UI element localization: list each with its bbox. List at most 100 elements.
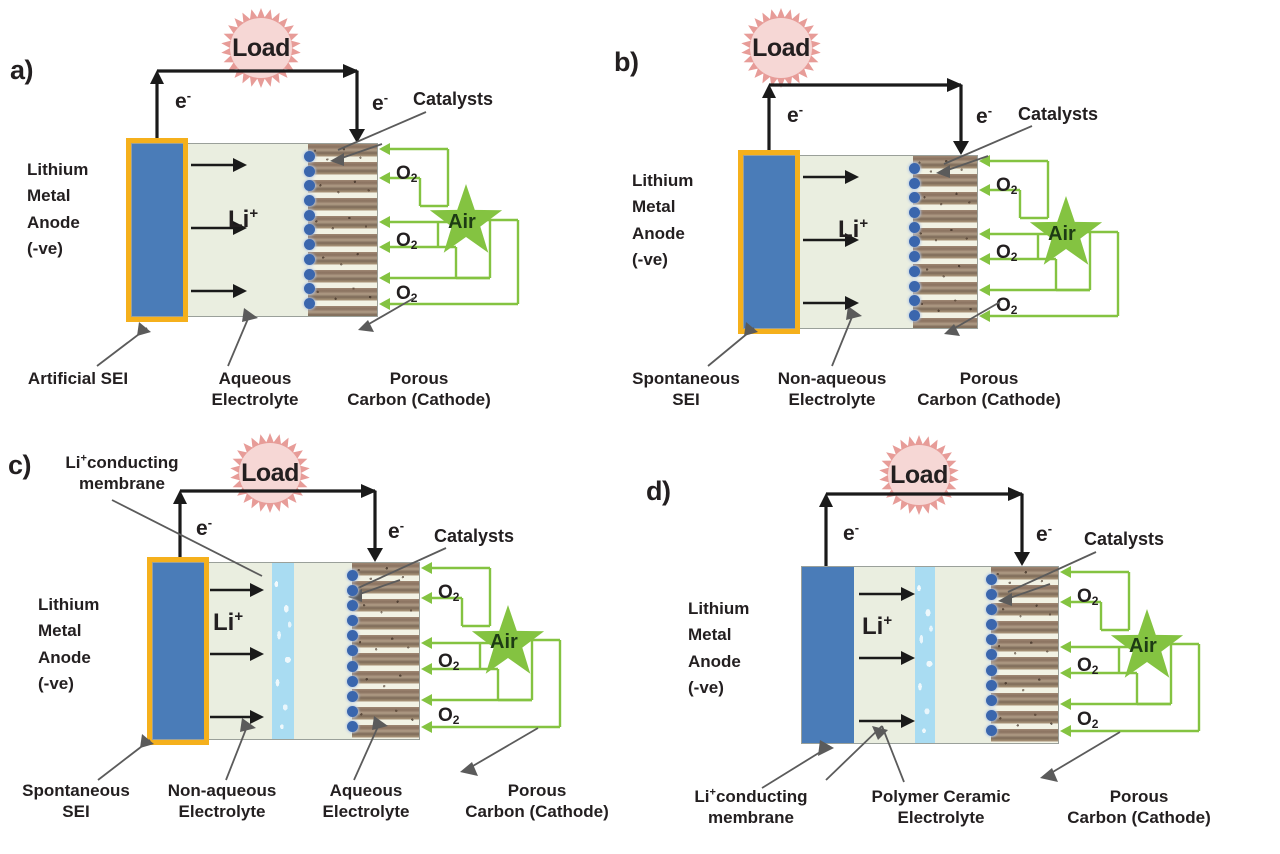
anode-layer [132,144,184,316]
leader-arrow [95,318,155,367]
electron-label-left: e- [175,88,191,114]
catalyst-dot [346,720,358,732]
catalysts-label: Catalysts [413,89,494,109]
catalyst-dot [985,634,997,646]
electron-minus: - [987,103,993,118]
leader-arrow [1030,730,1126,786]
air-label: Air [448,211,476,233]
catalyst-dot [346,585,358,597]
catalyst-dot [985,664,997,676]
battery-cell [743,155,978,329]
leader-arrow [706,318,762,367]
catalyst-dot [346,570,358,581]
electron-minus: - [1047,521,1053,536]
o2-subscript: 2 [1091,594,1099,608]
load-label: Load [241,458,299,487]
leader-line [111,499,264,578]
bottom-label-0: Spontaneous SEI [22,781,130,822]
air-supply-diagram [420,562,580,748]
electron-minus: - [383,90,389,105]
leader-arrow-path [998,583,1051,606]
battery-cell [152,562,420,740]
bottom-label-0: Li+conducting membrane [662,786,840,829]
leader-arrow-path [1040,731,1121,782]
o2-subscript: 2 [452,590,460,604]
catalysts-label: Catalysts [1084,529,1165,549]
anode-label: Lithium Metal Anode (-ve) [632,171,694,270]
li-arrow-svg [191,284,247,298]
air-piping-svg [1060,566,1201,737]
leader-arrow [222,718,274,781]
load-burst-icon [221,8,301,88]
electron-e: e [175,90,187,113]
o2-o: O [396,283,411,304]
electron-label-right: e- [388,518,404,544]
li-migration-arrow [210,581,264,604]
catalyst-dot [303,165,315,177]
catalyst-dot [908,177,920,189]
li-arrow-svg [210,647,264,661]
anode-layer [744,156,796,328]
bottom-label-1: Polymer Ceramic Electrolyte [871,787,1011,828]
o2-subscript: 2 [1010,303,1018,317]
catalyst-dot [346,645,358,657]
panel-letter: b) [614,47,639,77]
catalyst-dot [985,694,997,706]
leader-arrow-path [831,306,862,367]
leader-path [111,499,263,577]
circuit-wire [749,73,1021,197]
li-ion-charge: + [859,215,869,232]
catalyst-dot-column [346,570,358,732]
li-ion-text: Li [228,206,250,233]
load-burst-icon [230,433,310,513]
li-arrow-svg [210,583,264,597]
bottom-label-3: Porous Carbon (Cathode) [465,781,609,822]
catalyst-dot [303,195,315,207]
load-burst-icon [741,8,821,88]
li-ion-charge: + [249,205,259,222]
catalyst-dot [908,221,920,233]
circuit-wire [806,482,1082,608]
li-migration-arrow [859,649,915,672]
li-arrow-svg [859,651,915,665]
air-label: Air [1129,635,1157,657]
o2-o: O [1077,586,1092,607]
leader-arrow-path [353,716,388,781]
catalyst-dot [346,690,358,702]
bottom-label-2: Porous Carbon (Cathode) [347,369,491,410]
leader-arrow-path [225,718,256,781]
o2-subscript: 2 [1091,717,1099,731]
non-aqueous-electrolyte-layer [204,563,273,739]
o2-o: O [396,230,411,251]
o2-o: O [1077,655,1092,676]
o2-subscript: 2 [410,238,418,252]
catalyst-dot [908,280,920,292]
catalyst-dot [303,224,315,236]
panel-letter: c) [8,450,32,480]
catalyst-dot [908,192,920,204]
electron-minus: - [854,520,860,535]
o2-label: O2 [438,651,459,673]
li-migration-arrow [191,282,247,305]
o2-o: O [438,582,453,603]
leader-arrow [96,730,158,781]
o2-label: O2 [438,582,459,604]
o2-o: O [438,705,453,726]
anno-rest: conducting membrane [708,787,808,828]
catalyst-dot [346,600,358,612]
li-ion-charge: + [883,612,893,629]
air-label: Air [1048,223,1076,245]
o2-label: O2 [396,163,417,185]
leader-line [337,110,428,152]
o2-label: O2 [1077,709,1098,731]
electron-e: e [388,520,400,543]
leader-arrow-path [707,322,758,367]
li-arrow-svg [191,158,247,172]
porous-carbon-layer [990,567,1058,743]
catalyst-dot [985,574,997,585]
catalyst-dot [346,675,358,687]
polymer-ceramic-electrolyte-layer-2 [934,567,991,743]
li-arrow-svg [803,233,859,247]
